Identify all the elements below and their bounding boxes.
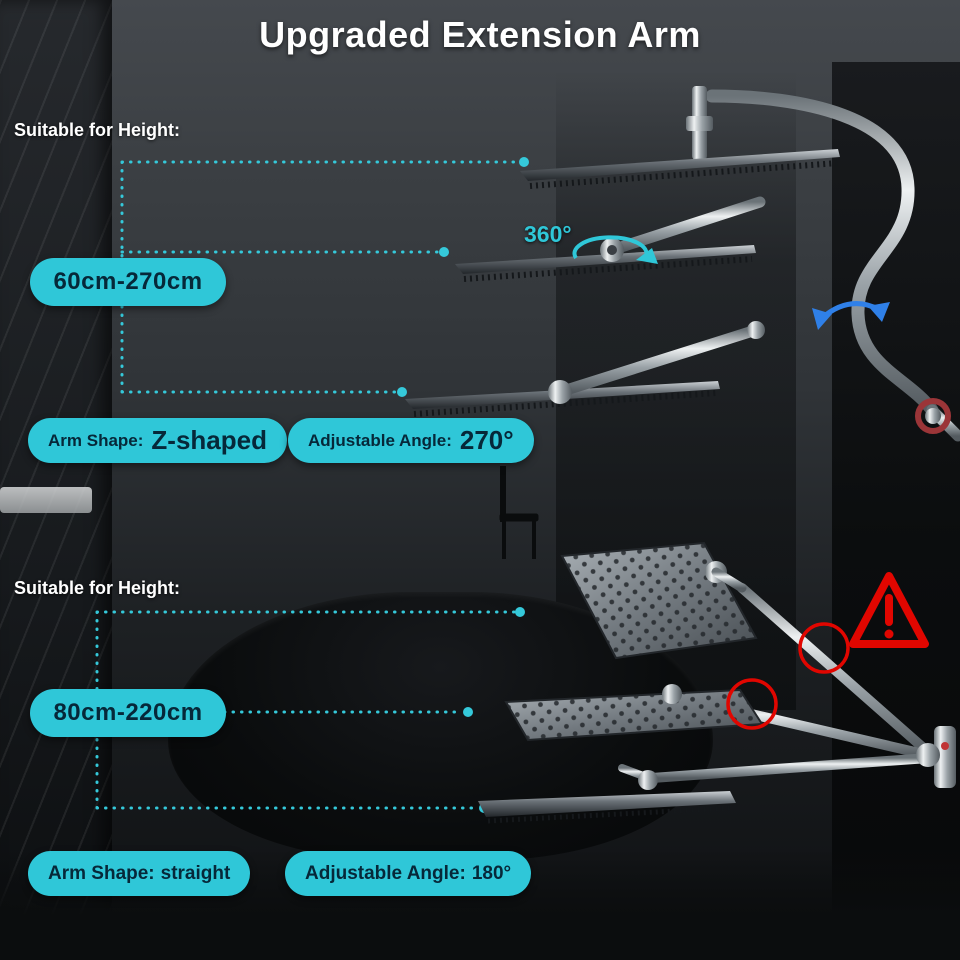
adjust-angle-arrows-icon	[812, 301, 890, 330]
dark-wall-right	[832, 62, 960, 960]
marble-wall	[0, 0, 112, 960]
bottom-height-label: Suitable for Height:	[14, 578, 180, 598]
angle-label: Adjustable Angle:	[305, 862, 466, 884]
top-height-range-pill: 60cm-270cm	[30, 258, 226, 306]
angle-value: 180°	[471, 862, 512, 884]
joint-highlight-circles	[726, 622, 850, 730]
arm-shape-label: Arm Shape:	[48, 862, 155, 884]
z-shaped-arm-illustration	[405, 86, 960, 442]
arm-shape-value: Z-shaped	[151, 425, 267, 455]
page-title: Upgraded Extension Arm	[259, 14, 701, 55]
height-guide-top	[120, 157, 529, 397]
arm-shape-label: Arm Shape:	[48, 430, 144, 450]
top-height-label: Suitable for Height:	[14, 120, 180, 140]
rotation-360-label: 360°	[524, 221, 572, 247]
bottom-arm-shape-pill: Arm Shape: straight	[28, 851, 251, 896]
angle-label: Adjustable Angle:	[308, 430, 452, 450]
angle-value: 270°	[459, 425, 514, 455]
shelf	[0, 487, 92, 513]
straight-arm-illustration	[478, 541, 956, 824]
bottom-angle-pill: Adjustable Angle: 180°	[285, 851, 532, 896]
bottom-height-range-pill: 80cm-220cm	[30, 689, 226, 737]
rotation-360-icon	[572, 235, 658, 264]
warning-triangle-icon	[849, 572, 929, 648]
top-angle-pill: Adjustable Angle: 270°	[288, 418, 534, 463]
chair-silhouette	[499, 466, 539, 559]
arm-shape-value: straight	[160, 862, 231, 884]
top-arm-shape-pill: Arm Shape: Z-shaped	[28, 418, 287, 463]
